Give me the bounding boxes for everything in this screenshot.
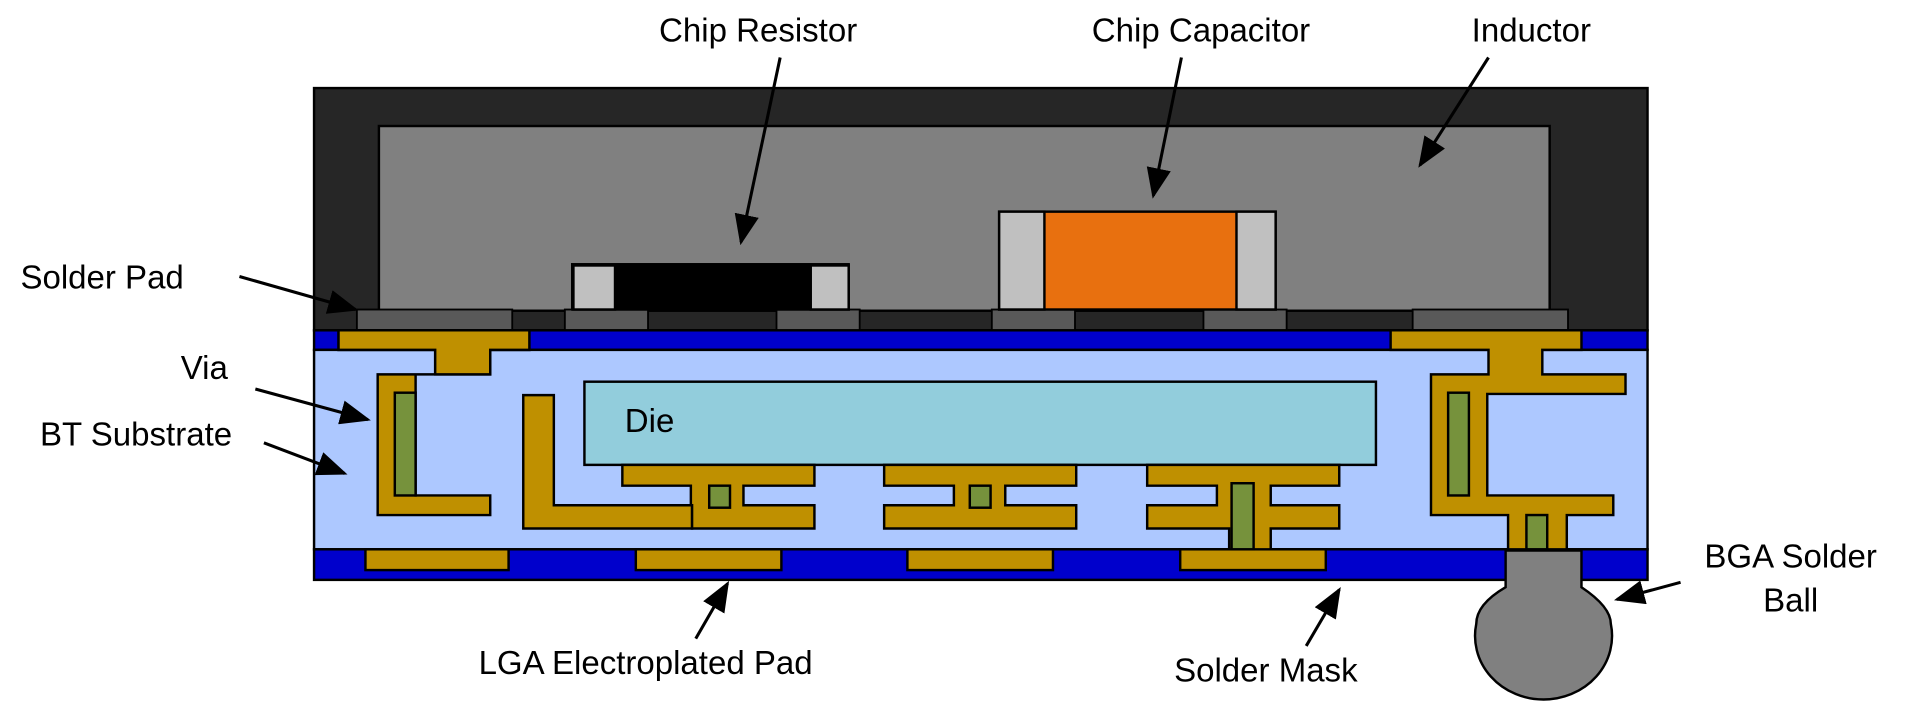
label-chip-capacitor: Chip Capacitor [1092,12,1310,49]
lga-pad [634,548,783,572]
die-trace-3 [1145,463,1341,551]
via-bottom-right [1525,513,1549,551]
arrow-bga-ball [1613,580,1681,605]
label-chip-resistor: Chip Resistor [659,12,857,49]
label-via: Via [181,349,229,386]
solder-pad [563,308,649,332]
capacitor-terminal-left [997,210,1046,311]
chip-capacitor [997,210,1277,311]
die-trace-1 [621,463,816,530]
solder-pads [355,308,1569,332]
label-inductor: Inductor [1472,12,1591,49]
label-bga-line2: Ball [1763,582,1818,619]
label-lga-pad: LGA Electroplated Pad [479,644,813,681]
via-left [393,391,417,497]
arrow-via [254,387,371,425]
via-right [1446,391,1471,497]
via [968,484,992,509]
label-solder-mask: Solder Mask [1174,651,1358,688]
inductor [377,124,1551,312]
resistor-terminal-right [809,264,850,311]
resistor-terminal-left [572,264,617,311]
solder-pad [1202,308,1288,332]
callout-arrows [239,56,1681,647]
lga-pads [364,548,1328,572]
arrow-chip-resistor [734,57,782,246]
arrow-solder-mask [1304,587,1341,647]
arrow-solder-pad [239,275,359,314]
capacitor-terminal-right [1235,210,1277,311]
copper-trace-left-shape [337,329,531,376]
lga-pad [1178,548,1328,572]
solder-pad [990,308,1076,332]
arrow-chip-capacitor [1146,57,1183,199]
lga-pad [364,548,510,572]
solder-pad [775,308,861,332]
arrow-inductor [1418,56,1490,168]
arrow-bt-substrate [263,441,348,476]
label-bt-substrate: BT Substrate [40,415,232,452]
label-bga-line1: BGA Solder [1704,538,1877,575]
label-solder-pad: Solder Pad [20,259,183,296]
solder-pad [355,308,514,332]
die-trace-2 [882,463,1078,530]
lga-pad [906,548,1055,572]
solder-pad [1411,308,1569,332]
die [583,380,1378,467]
via [707,484,732,509]
die-label: Die [625,402,675,439]
chip-resistor [570,263,850,311]
bga-solder-ball [1473,549,1614,701]
arrow-lga-pad [694,580,730,640]
via [1230,482,1255,551]
